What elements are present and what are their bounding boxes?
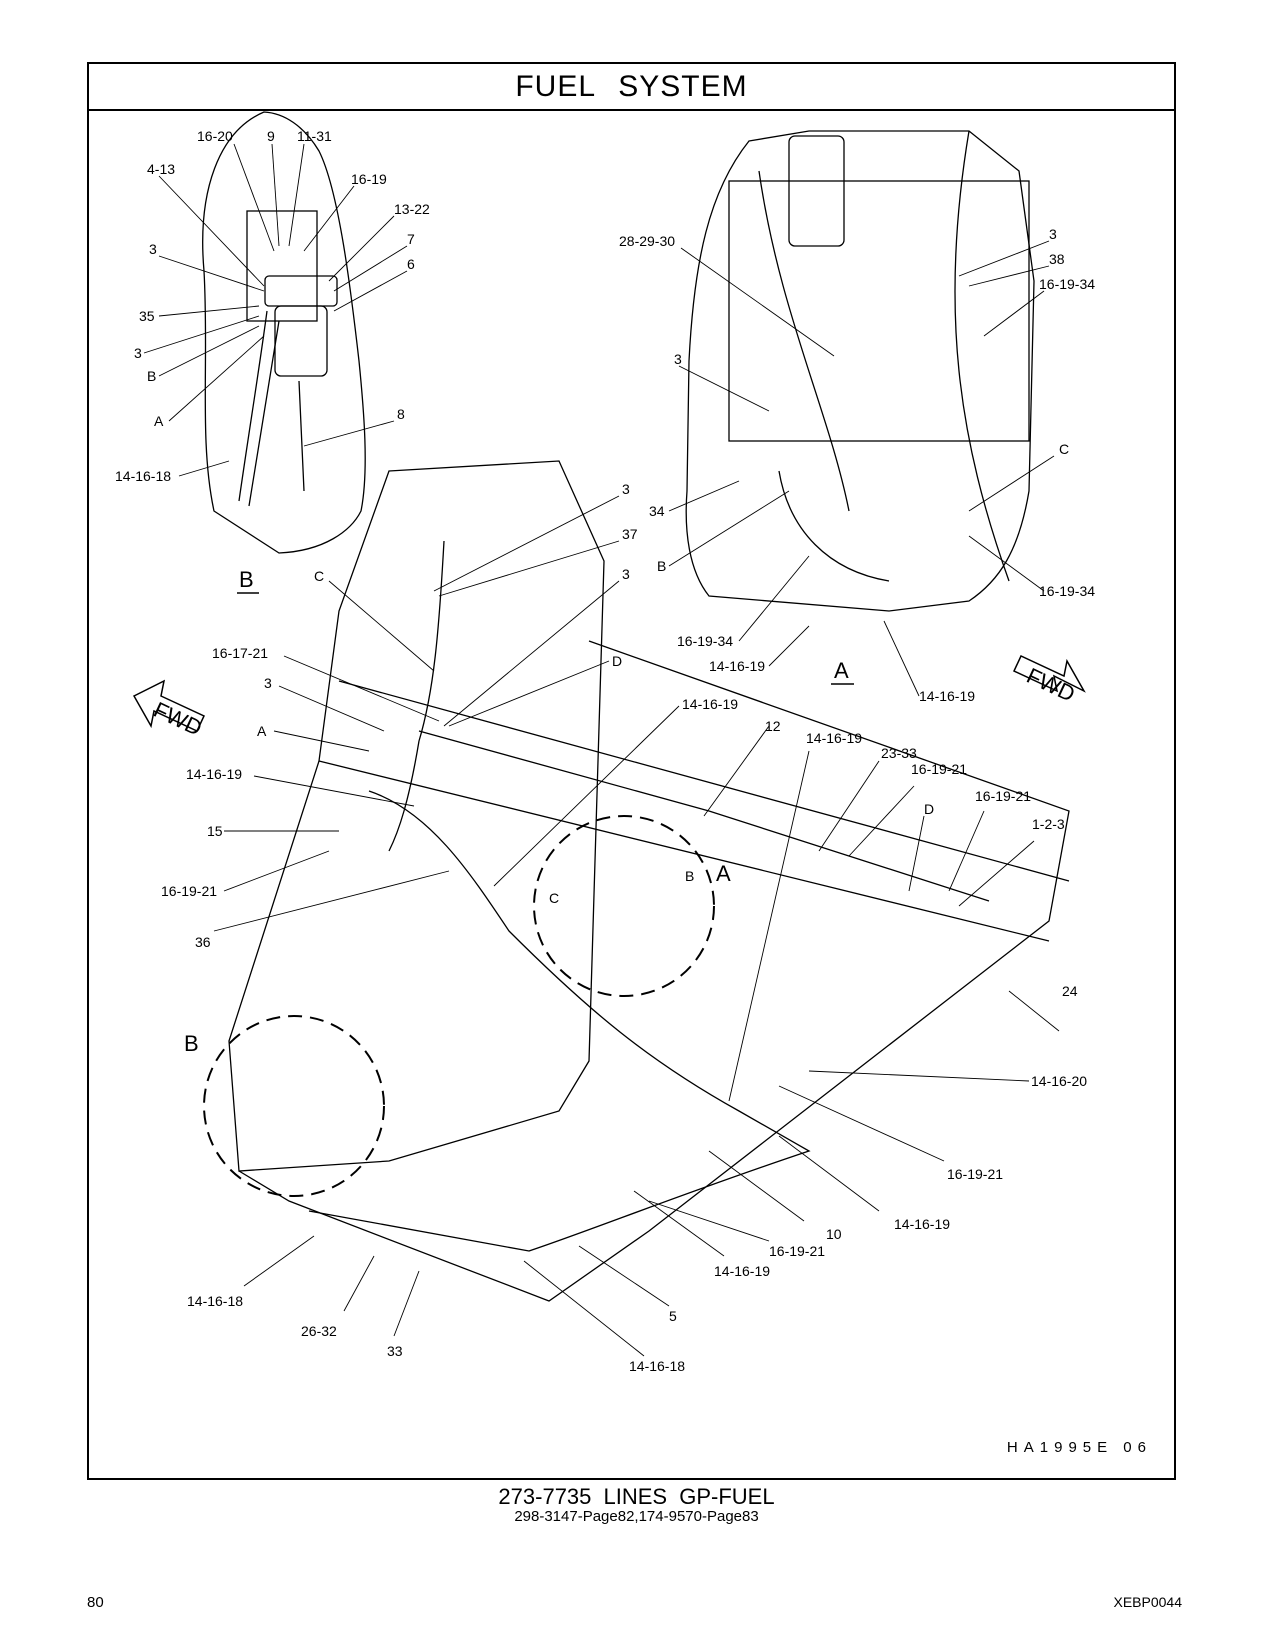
- return-fuel-line: [418, 730, 990, 902]
- callout-26-32: 26-32: [301, 1323, 337, 1339]
- callout-14-16-18: 14-16-18: [115, 468, 171, 484]
- callout-28-29-30: 28-29-30: [619, 233, 675, 249]
- callout-14-16-19: 14-16-19: [186, 766, 242, 782]
- callout-23-33: 23-33: [881, 745, 917, 761]
- callout-6: 6: [407, 256, 415, 272]
- filter-head: [264, 275, 338, 307]
- callout-16-19-34: 16-19-34: [1039, 583, 1095, 599]
- callout-16-19-21: 16-19-21: [975, 788, 1031, 804]
- callout-a: A: [154, 413, 164, 429]
- callout-c: C: [1059, 441, 1069, 457]
- detail-b-marker: B: [184, 1031, 199, 1056]
- filter-bowl: [274, 305, 328, 377]
- main-fuel-line: [308, 790, 811, 1252]
- callout-16-19-21: 16-19-21: [769, 1243, 825, 1259]
- callout-14-16-19: 14-16-19: [894, 1216, 950, 1232]
- callout-9: 9: [267, 128, 275, 144]
- detail-a-marker: A: [716, 861, 731, 886]
- engine-filter: [788, 135, 845, 247]
- callout-b: B: [657, 558, 666, 574]
- callout-14-16-19: 14-16-19: [709, 658, 765, 674]
- chassis-rail-bottom: [318, 760, 1050, 942]
- fwd-arrow-right: [1013, 655, 1086, 693]
- drawing-reference: HA1995E 06: [1006, 1439, 1152, 1456]
- callout-c: C: [314, 568, 324, 584]
- detail-b-circle: [203, 1015, 385, 1197]
- page-title: FUEL SYSTEM: [89, 64, 1174, 111]
- view-b-label: B: [239, 567, 254, 592]
- callout-4-13: 4-13: [147, 161, 175, 177]
- callout-16-19-21: 16-19-21: [947, 1166, 1003, 1182]
- callout-16-19-34: 16-19-34: [1039, 276, 1095, 292]
- callout-d: D: [612, 653, 622, 669]
- engine-fuel-lines: [758, 130, 1010, 582]
- group-caption: 273-7735 LINES GP-FUEL: [498, 1484, 775, 1509]
- callout-14-16-19: 14-16-19: [919, 688, 975, 704]
- callout-3: 3: [264, 675, 272, 691]
- detail-a-circle: [533, 815, 715, 997]
- callout-14-16-19: 14-16-19: [806, 730, 862, 746]
- callout-13-22: 13-22: [394, 201, 430, 217]
- callout-3: 3: [1049, 226, 1057, 242]
- fwd-arrow-left: [132, 679, 205, 732]
- chassis-side-panel: [228, 460, 605, 1172]
- callout-14-16-18: 14-16-18: [629, 1358, 685, 1374]
- callout-16-17-21: 16-17-21: [212, 645, 268, 661]
- callout-14-16-18: 14-16-18: [187, 1293, 243, 1309]
- callout-16-19-21: 16-19-21: [161, 883, 217, 899]
- callout-d: D: [924, 801, 934, 817]
- callout-37: 37: [622, 526, 638, 542]
- chassis-rail-top: [338, 680, 1070, 882]
- callout-14-16-19: 14-16-19: [682, 696, 738, 712]
- callout-12: 12: [765, 718, 781, 734]
- drawing-frame: FUEL SYSTEM: [87, 62, 1176, 1480]
- chassis-floor: [238, 640, 1070, 1302]
- callout-8: 8: [397, 406, 405, 422]
- callout-b: B: [685, 868, 694, 884]
- detail-b-outline: [202, 111, 366, 554]
- callout-5: 5: [669, 1308, 677, 1324]
- callout-16-19: 16-19: [351, 171, 387, 187]
- fuel-system-diagram: FWD FWD B A A B: [115, 111, 1095, 1374]
- callout-16-19-21: 16-19-21: [911, 761, 967, 777]
- callout-36: 36: [195, 934, 211, 950]
- engine-block: [728, 180, 1030, 442]
- document-code: XEBP0044: [1113, 1594, 1183, 1610]
- callout-24: 24: [1062, 983, 1078, 999]
- callout-1-2-3: 1-2-3: [1032, 816, 1065, 832]
- callout-c: C: [549, 890, 559, 906]
- detail-a-outline: [685, 130, 1035, 612]
- callout-38: 38: [1049, 251, 1065, 267]
- callout-15: 15: [207, 823, 223, 839]
- filter-bracket: [246, 210, 318, 322]
- page-number: 80: [87, 1594, 104, 1611]
- callout-3: 3: [622, 481, 630, 497]
- callout-34: 34: [649, 503, 665, 519]
- callout-16-20: 16-20: [197, 128, 233, 144]
- callout-10: 10: [826, 1226, 842, 1242]
- callout-16-19-34: 16-19-34: [677, 633, 733, 649]
- view-a-label: A: [834, 658, 849, 683]
- callout-35: 35: [139, 308, 155, 324]
- callout-3: 3: [674, 351, 682, 367]
- callout-3: 3: [134, 345, 142, 361]
- callout-3: 3: [149, 241, 157, 257]
- callout-a: A: [257, 723, 267, 739]
- callout-11-31: 11-31: [297, 128, 332, 144]
- supply-hose: [388, 540, 445, 852]
- callout-14-16-20: 14-16-20: [1031, 1073, 1087, 1089]
- page-references: 298-3147-Page82,174-9570-Page83: [514, 1508, 759, 1525]
- callout-7: 7: [407, 231, 415, 247]
- callout-3: 3: [622, 566, 630, 582]
- callout-14-16-19: 14-16-19: [714, 1263, 770, 1279]
- filter-lines: [238, 310, 305, 507]
- callout-33: 33: [387, 1343, 403, 1359]
- callout-b: B: [147, 368, 156, 384]
